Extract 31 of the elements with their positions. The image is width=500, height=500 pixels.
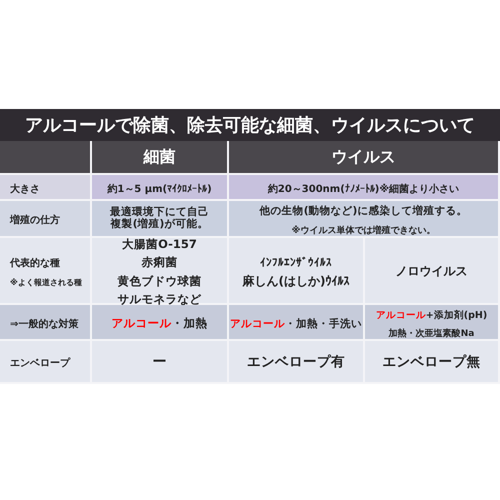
column-heading: ウイルス xyxy=(332,146,396,166)
cell-text: 赤痢菌 xyxy=(142,255,178,270)
cell-text: ・加熱・手洗い xyxy=(285,318,362,330)
cell-text: ※ウイルス単体では増殖できない。 xyxy=(292,226,436,236)
cell-text: 加熱・次亜塩素酸Na xyxy=(388,329,474,339)
cell-text: 約1～5 μm(ﾏｲｸﾛﾒｰﾄﾙ) xyxy=(107,184,212,195)
cell-text: サルモネラなど xyxy=(118,292,202,306)
highlight-text: アルコール xyxy=(112,316,172,330)
row-heading: エンベロープ xyxy=(10,358,70,370)
cell-text: エンベロープ有 xyxy=(247,354,345,370)
highlight-text: アルコール xyxy=(230,318,285,330)
cell-text: 麻しん(はしか)ｳｲﾙｽ xyxy=(242,274,350,288)
cell-text: ｲﾝﾌﾙｴﾝｻﾞｳｲﾙｽ xyxy=(260,256,332,270)
row-heading: ⇒一般的な対策 xyxy=(10,318,78,330)
cell-text: 最適環境下にて自己複製(増殖)が可能。 xyxy=(109,206,210,230)
title-text: アルコールで除菌、除去可能な細菌、ウイルスについて xyxy=(25,114,475,137)
cell-text: ・加熱 xyxy=(172,316,208,330)
cell-text: ノロウイルス xyxy=(396,264,468,278)
row-heading: 大きさ xyxy=(10,184,40,195)
cell-text: ー xyxy=(152,354,166,370)
cell-text: エンベロープ無 xyxy=(382,354,480,370)
row-heading: 代表的な種 xyxy=(10,258,60,270)
column-heading: 細菌 xyxy=(144,146,176,166)
cell-text: 約20～300nm(ﾅﾉﾒｰﾄﾙ)※細菌より小さい xyxy=(268,184,460,195)
cell-text: 黄色ブドウ球菌 xyxy=(118,274,202,288)
cell-text: +添加剤(pH) xyxy=(426,310,488,321)
row-heading: 増殖の仕方 xyxy=(10,215,60,226)
cell-text: 大腸菌O-157 xyxy=(122,236,197,251)
row-heading: ※よく報道される種 xyxy=(10,278,82,286)
cell-text: 他の生物(動物など)に感染して増殖する。 xyxy=(260,205,468,218)
highlight-text: アルコール xyxy=(376,310,426,321)
